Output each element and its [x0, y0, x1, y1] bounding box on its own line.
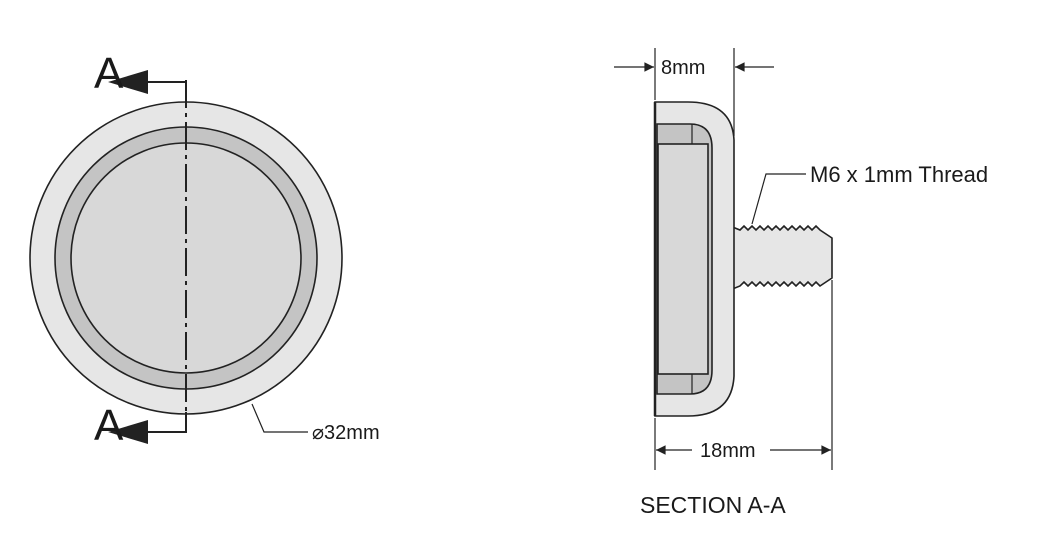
front-view: A A ⌀32mm — [29, 49, 380, 450]
diameter-leader-line — [251, 403, 308, 433]
diameter-label: ⌀32mm — [312, 422, 380, 444]
diameter-symbol: ⌀ — [312, 422, 324, 444]
section-arrow-bottom — [108, 412, 187, 444]
section-view: 8mm M6 x 1mm Thread 18mm SECTION A-A — [614, 48, 988, 518]
thread-leader-line — [751, 173, 806, 225]
length-18mm-label: 18mm — [700, 440, 756, 462]
diameter-value: 32mm — [324, 422, 380, 444]
section-arrow-top — [108, 70, 187, 102]
width-8mm-label: 8mm — [661, 57, 705, 79]
section-marker-top: A — [94, 49, 124, 98]
thread-label: M6 x 1mm Thread — [810, 162, 988, 187]
section-title: SECTION A-A — [640, 492, 786, 518]
section-marker-bottom: A — [94, 401, 124, 450]
magnet-core — [657, 143, 709, 375]
threaded-stud — [729, 224, 833, 292]
